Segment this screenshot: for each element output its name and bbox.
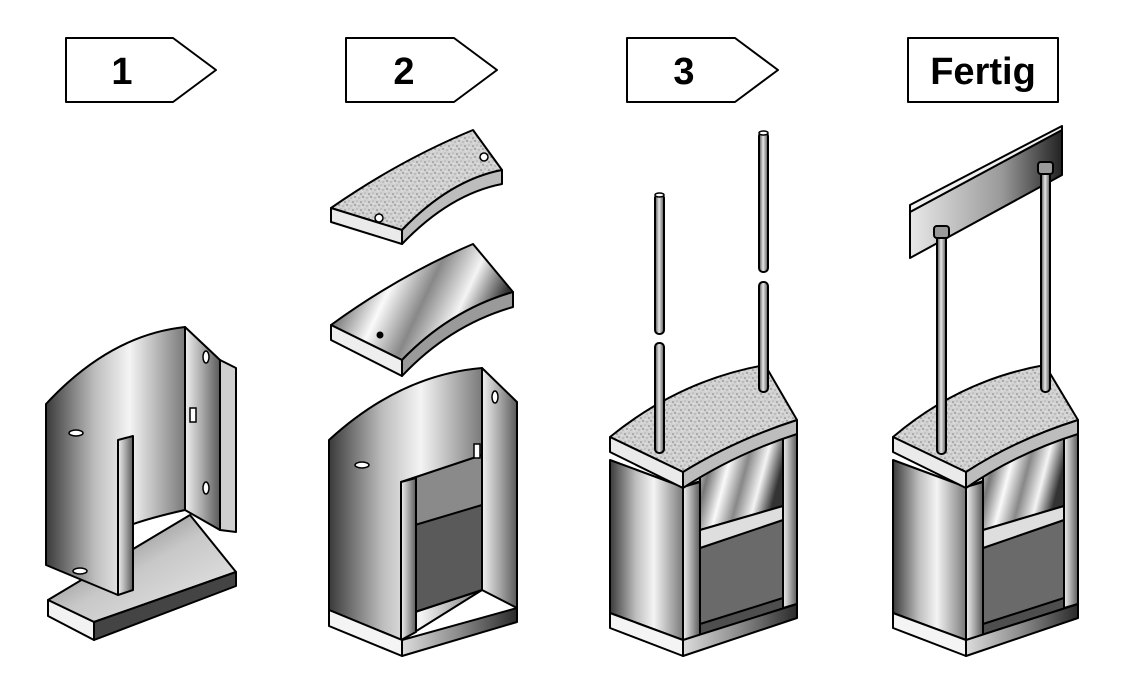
finished-rod-left <box>933 225 950 455</box>
rod-right-lower <box>758 281 769 393</box>
rod-left-lower <box>654 342 665 454</box>
rod-left-upper <box>654 192 665 335</box>
finished-tag: Fertig <box>907 37 1059 103</box>
step-3-label: 3 <box>673 51 694 93</box>
step-1-label: 1 <box>111 51 132 93</box>
step-3-tag: 3 <box>626 37 779 103</box>
shelf-panel <box>330 243 514 377</box>
step-2-label: 2 <box>393 51 414 93</box>
step-1-illustration <box>45 326 237 641</box>
curved-front-panel <box>45 326 186 596</box>
side-panel <box>184 326 237 533</box>
finished-illustration <box>892 125 1079 657</box>
step-3-illustration <box>609 130 798 657</box>
finished-label: Fertig <box>930 51 1036 93</box>
finished-counter <box>892 431 1079 657</box>
step-2-illustration <box>328 129 518 657</box>
base-plate <box>47 514 237 641</box>
counter-body <box>328 367 518 657</box>
step-2-tag: 2 <box>345 37 498 103</box>
assembled-counter <box>609 431 798 657</box>
countertop-top <box>330 129 503 245</box>
finished-rod-right <box>1037 161 1054 393</box>
step-1-tag: 1 <box>65 37 217 103</box>
rod-right-upper <box>758 130 769 273</box>
header-sign <box>909 125 1063 259</box>
